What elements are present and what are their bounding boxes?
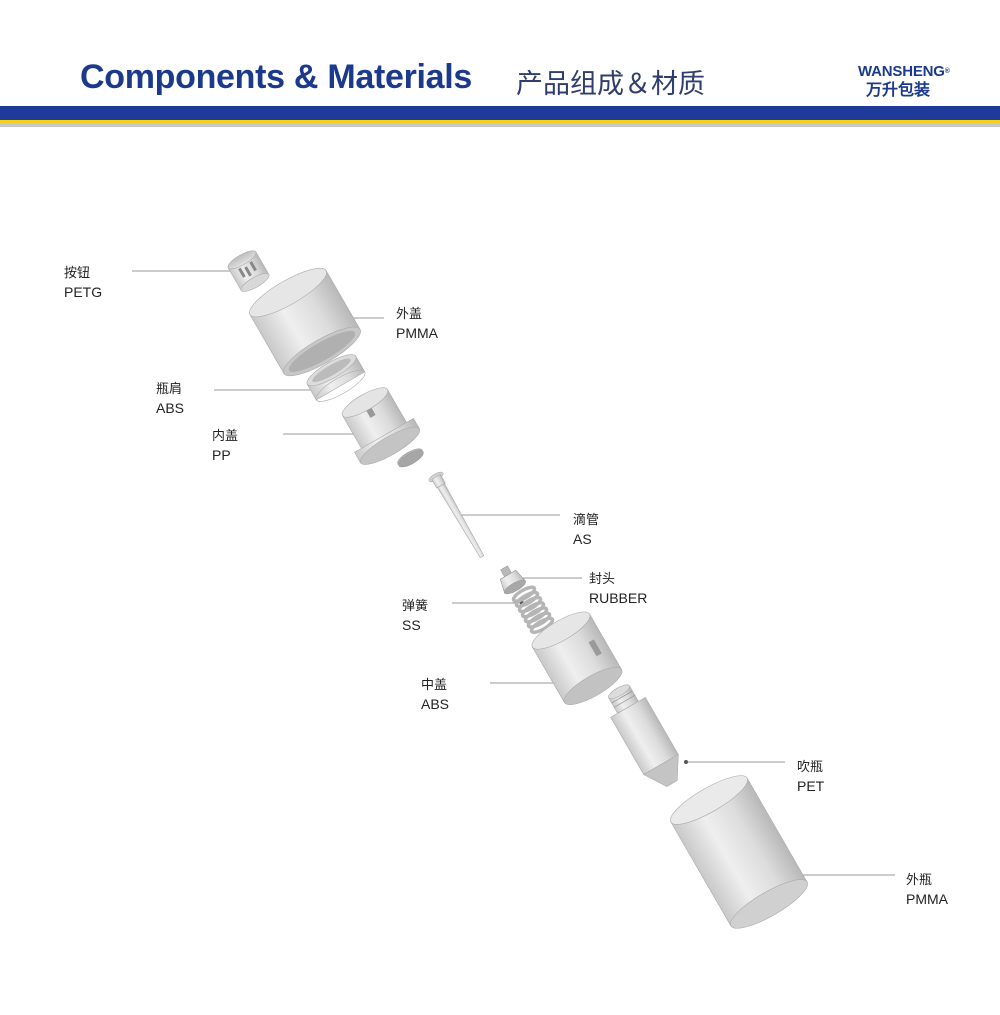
label-button: 按钮 PETG	[64, 264, 102, 302]
part-name: 封头	[589, 572, 616, 587]
part-name: 外瓶	[906, 873, 933, 888]
part-material: PETG	[64, 284, 103, 300]
gasket-part	[397, 448, 424, 468]
label-inner-cap: 内盖 PP	[212, 427, 238, 465]
label-shoulder: 瓶肩 ABS	[156, 380, 184, 418]
logo-text-cn: 万升包装	[866, 80, 931, 99]
header-stripe-grey	[0, 124, 1000, 127]
part-material: PMMA	[396, 325, 438, 341]
part-material: SS	[402, 617, 421, 633]
label-spring: 弹簧 SS	[402, 597, 428, 635]
outer-bottle-part	[670, 775, 808, 929]
label-dropper: 滴管 AS	[573, 511, 599, 549]
push-button-part	[227, 250, 270, 292]
shoulder-ring-part	[306, 354, 366, 402]
header-stripe-yellow	[0, 120, 1000, 124]
part-material: AS	[573, 531, 592, 547]
registered-mark: ®	[944, 68, 950, 75]
spring-part	[511, 585, 555, 634]
outer-cap-part	[249, 267, 361, 377]
dropper-tube-part	[428, 471, 485, 558]
middle-cap-part	[531, 611, 623, 705]
part-material: PP	[212, 447, 231, 463]
part-name: 外盖	[396, 307, 423, 322]
logo-text: WANSHENG®	[858, 63, 950, 80]
part-name: 弹簧	[402, 599, 429, 614]
part-name: 吹瓶	[797, 760, 824, 775]
part-material: ABS	[156, 400, 185, 416]
page-title: Components & Materials	[80, 58, 473, 96]
part-material: RUBBER	[589, 590, 648, 606]
part-material: PET	[797, 778, 825, 794]
part-name: 中盖	[421, 678, 448, 693]
inner-cap-part	[341, 387, 421, 465]
part-name: 滴管	[573, 513, 600, 528]
brand-logo: WANSHENG® 万升包装	[858, 64, 968, 100]
label-inner-bottle: 吹瓶 PET	[797, 758, 824, 796]
part-name: 内盖	[212, 429, 239, 444]
part-material: ABS	[421, 696, 450, 712]
inner-bottle-part	[608, 684, 679, 787]
page-title-cn: 产品组成＆材质	[516, 69, 705, 100]
page-header: Components & Materials 产品组成＆材质 WANSHENG®…	[0, 0, 1000, 130]
seal-head-part	[499, 565, 526, 595]
part-name: 瓶肩	[156, 382, 183, 397]
label-outer-cap: 外盖 PMMA	[396, 305, 438, 343]
header-stripe-blue	[0, 106, 1000, 120]
part-material: PMMA	[906, 891, 948, 907]
label-seal: 封头 RUBBER	[589, 570, 647, 608]
part-name: 按钮	[64, 266, 91, 281]
label-middle-cap: 中盖 ABS	[421, 676, 449, 714]
label-outer-bottle: 外瓶 PMMA	[906, 871, 948, 909]
